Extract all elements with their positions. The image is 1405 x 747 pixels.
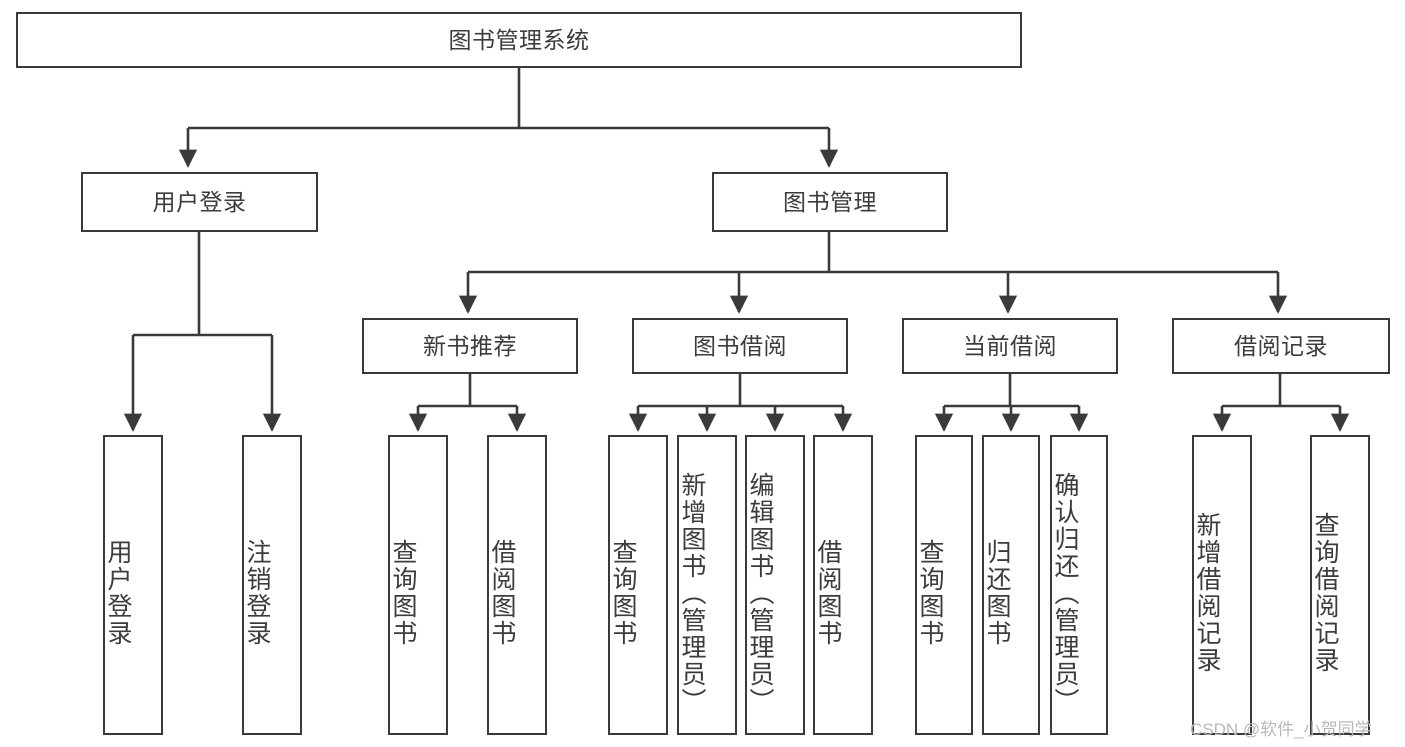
node-leaf-edit-book-label: 编辑图书（管理员） [746,471,774,715]
node-user-login[interactable]: 用户登录 [81,172,318,232]
node-leaf-query-book-1-label: 查询图书 [389,539,417,647]
node-leaf-query-record[interactable]: 查询借阅记录 [1310,435,1370,735]
node-leaf-logout-label: 注销登录 [243,539,271,647]
node-leaf-query-book-2-label: 查询图书 [609,539,637,647]
node-book-manage[interactable]: 图书管理 [712,172,948,232]
node-new-book-recommend-label: 新书推荐 [423,332,517,359]
node-leaf-query-book-3-label: 查询图书 [916,539,944,647]
node-leaf-confirm-return[interactable]: 确认归还（管理员） [1050,435,1108,735]
csdn-watermark: CSDN @软件_小贺同学 [1190,720,1372,739]
node-leaf-add-book-label: 新增图书（管理员） [678,471,706,715]
node-leaf-logout[interactable]: 注销登录 [242,435,302,735]
node-borrow-record-label: 借阅记录 [1234,332,1328,359]
node-book-borrow[interactable]: 图书借阅 [632,318,848,374]
node-leaf-query-book-1[interactable]: 查询图书 [388,435,448,735]
node-leaf-borrow-book-1-label: 借阅图书 [488,539,516,647]
node-leaf-borrow-book-1[interactable]: 借阅图书 [487,435,547,735]
node-borrow-record[interactable]: 借阅记录 [1172,318,1390,374]
node-leaf-add-book[interactable]: 新增图书（管理员） [677,435,737,735]
node-leaf-borrow-book-2-label: 借阅图书 [814,539,842,647]
node-user-login-label: 用户登录 [152,188,247,215]
node-current-borrow-label: 当前借阅 [963,332,1057,359]
node-leaf-borrow-book-2[interactable]: 借阅图书 [813,435,873,735]
node-leaf-user-login-label: 用户登录 [104,539,132,647]
node-leaf-query-book-2[interactable]: 查询图书 [608,435,668,735]
node-new-book-recommend[interactable]: 新书推荐 [362,318,578,374]
node-leaf-user-login[interactable]: 用户登录 [103,435,163,735]
node-book-manage-label: 图书管理 [783,188,877,215]
node-root-label: 图书管理系统 [448,26,590,53]
node-leaf-return-book[interactable]: 归还图书 [982,435,1040,735]
node-leaf-edit-book[interactable]: 编辑图书（管理员） [745,435,805,735]
node-leaf-add-record[interactable]: 新增借阅记录 [1192,435,1252,735]
node-current-borrow[interactable]: 当前借阅 [902,318,1118,374]
node-leaf-return-book-label: 归还图书 [983,539,1011,647]
node-leaf-confirm-return-label: 确认归还（管理员） [1051,471,1079,715]
node-book-borrow-label: 图书借阅 [693,332,787,359]
node-leaf-query-record-label: 查询借阅记录 [1311,512,1339,674]
node-leaf-add-record-label: 新增借阅记录 [1193,512,1221,674]
node-leaf-query-book-3[interactable]: 查询图书 [915,435,973,735]
node-root[interactable]: 图书管理系统 [16,12,1022,68]
